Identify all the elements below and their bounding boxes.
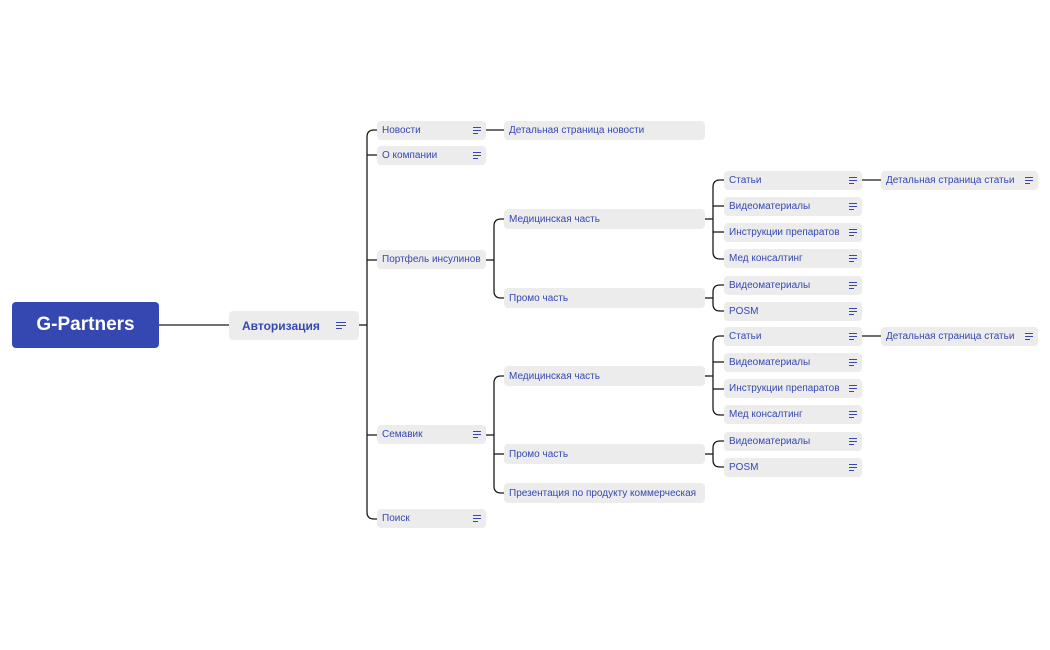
topic-label: О компании (382, 150, 438, 161)
topic-label: Презентация по продукту коммерческая (509, 487, 697, 499)
note-lines-icon[interactable] (849, 229, 857, 236)
topic-label: Медицинская часть (509, 213, 600, 225)
topic-portfolio-article-detail[interactable]: Детальная страница статьи (881, 171, 1038, 190)
topic-label: Видеоматериалы (729, 357, 811, 368)
note-lines-icon[interactable] (849, 411, 857, 418)
topic-semavik[interactable]: Семавик (377, 425, 486, 444)
topic-semavik-posm[interactable]: POSM (724, 458, 862, 477)
topic-label: Медицинская часть (509, 370, 600, 382)
topic-semavik-instructions[interactable]: Инструкции препаратов (724, 379, 862, 398)
topic-label: Семавик (382, 429, 423, 440)
topic-semavik-article-detail[interactable]: Детальная страница статьи (881, 327, 1038, 346)
topic-label: Статьи (729, 331, 762, 342)
topic-semavik-videos[interactable]: Видеоматериалы (724, 353, 862, 372)
note-lines-icon[interactable] (849, 308, 857, 315)
note-lines-icon[interactable] (473, 127, 481, 134)
topic-label: Детальная страница новости (509, 125, 645, 136)
topic-label: Инструкции препаратов (729, 383, 840, 394)
topic-label: Детальная страница статьи (886, 175, 1015, 186)
topic-portfolio-instructions[interactable]: Инструкции препаратов (724, 223, 862, 242)
note-lines-icon[interactable] (473, 515, 481, 522)
topic-news[interactable]: Новости (377, 121, 486, 140)
topic-label: Видеоматериалы (729, 436, 811, 447)
note-lines-icon[interactable] (849, 203, 857, 210)
note-lines-icon[interactable] (849, 464, 857, 471)
topic-news-detail[interactable]: Детальная страница новости (504, 121, 705, 140)
topic-label: Поиск (382, 513, 410, 524)
note-lines-icon[interactable] (849, 333, 857, 340)
topic-label: Детальная страница статьи (886, 331, 1015, 342)
note-lines-icon[interactable] (849, 177, 857, 184)
topic-semavik-consulting[interactable]: Мед консалтинг (724, 405, 862, 424)
topic-label: Статьи (729, 175, 762, 186)
topic-label: Промо часть (509, 448, 569, 460)
note-lines-icon[interactable] (336, 321, 346, 330)
topic-portfolio[interactable]: Портфель инсулинов (377, 250, 486, 269)
topic-portfolio-consulting[interactable]: Мед консалтинг (724, 249, 862, 268)
topic-label: Портфель инсулинов (382, 254, 481, 265)
note-lines-icon[interactable] (849, 385, 857, 392)
topic-semavik-promo-videos[interactable]: Видеоматериалы (724, 432, 862, 451)
topic-label: POSM (729, 462, 759, 473)
topic-label: Мед консалтинг (729, 253, 803, 264)
note-lines-icon[interactable] (849, 255, 857, 262)
topic-portfolio-medical[interactable]: Медицинская часть (504, 209, 705, 229)
topic-semavik-articles[interactable]: Статьи (724, 327, 862, 346)
note-lines-icon[interactable] (849, 438, 857, 445)
topic-semavik-promo[interactable]: Промо часть (504, 444, 705, 464)
topic-semavik-presentation[interactable]: Презентация по продукту коммерческая (504, 483, 705, 503)
topic-label: Мед консалтинг (729, 409, 803, 420)
topic-portfolio-promo[interactable]: Промо часть (504, 288, 705, 308)
topic-label: Видеоматериалы (729, 280, 811, 291)
topic-portfolio-promo-videos[interactable]: Видеоматериалы (724, 276, 862, 295)
topic-label: POSM (729, 306, 759, 317)
note-lines-icon[interactable] (849, 282, 857, 289)
root-topic-label: G-Partners (36, 314, 135, 335)
note-lines-icon[interactable] (849, 359, 857, 366)
note-lines-icon[interactable] (473, 431, 481, 438)
topic-portfolio-videos[interactable]: Видеоматериалы (724, 197, 862, 216)
topic-search[interactable]: Поиск (377, 509, 486, 528)
topic-label: Видеоматериалы (729, 201, 811, 212)
root-topic[interactable]: G-Partners (12, 302, 159, 348)
topic-portfolio-posm[interactable]: POSM (724, 302, 862, 321)
topic-label: Инструкции препаратов (729, 227, 840, 238)
main-topic-label: Авторизация (242, 318, 320, 333)
note-lines-icon[interactable] (1025, 177, 1033, 184)
topic-about[interactable]: О компании (377, 146, 486, 165)
topic-label: Промо часть (509, 292, 569, 304)
topic-portfolio-articles[interactable]: Статьи (724, 171, 862, 190)
note-lines-icon[interactable] (1025, 333, 1033, 340)
topic-semavik-medical[interactable]: Медицинская часть (504, 366, 705, 386)
main-topic[interactable]: Авторизация (229, 311, 359, 340)
topic-label: Новости (382, 125, 421, 136)
note-lines-icon[interactable] (473, 152, 481, 159)
